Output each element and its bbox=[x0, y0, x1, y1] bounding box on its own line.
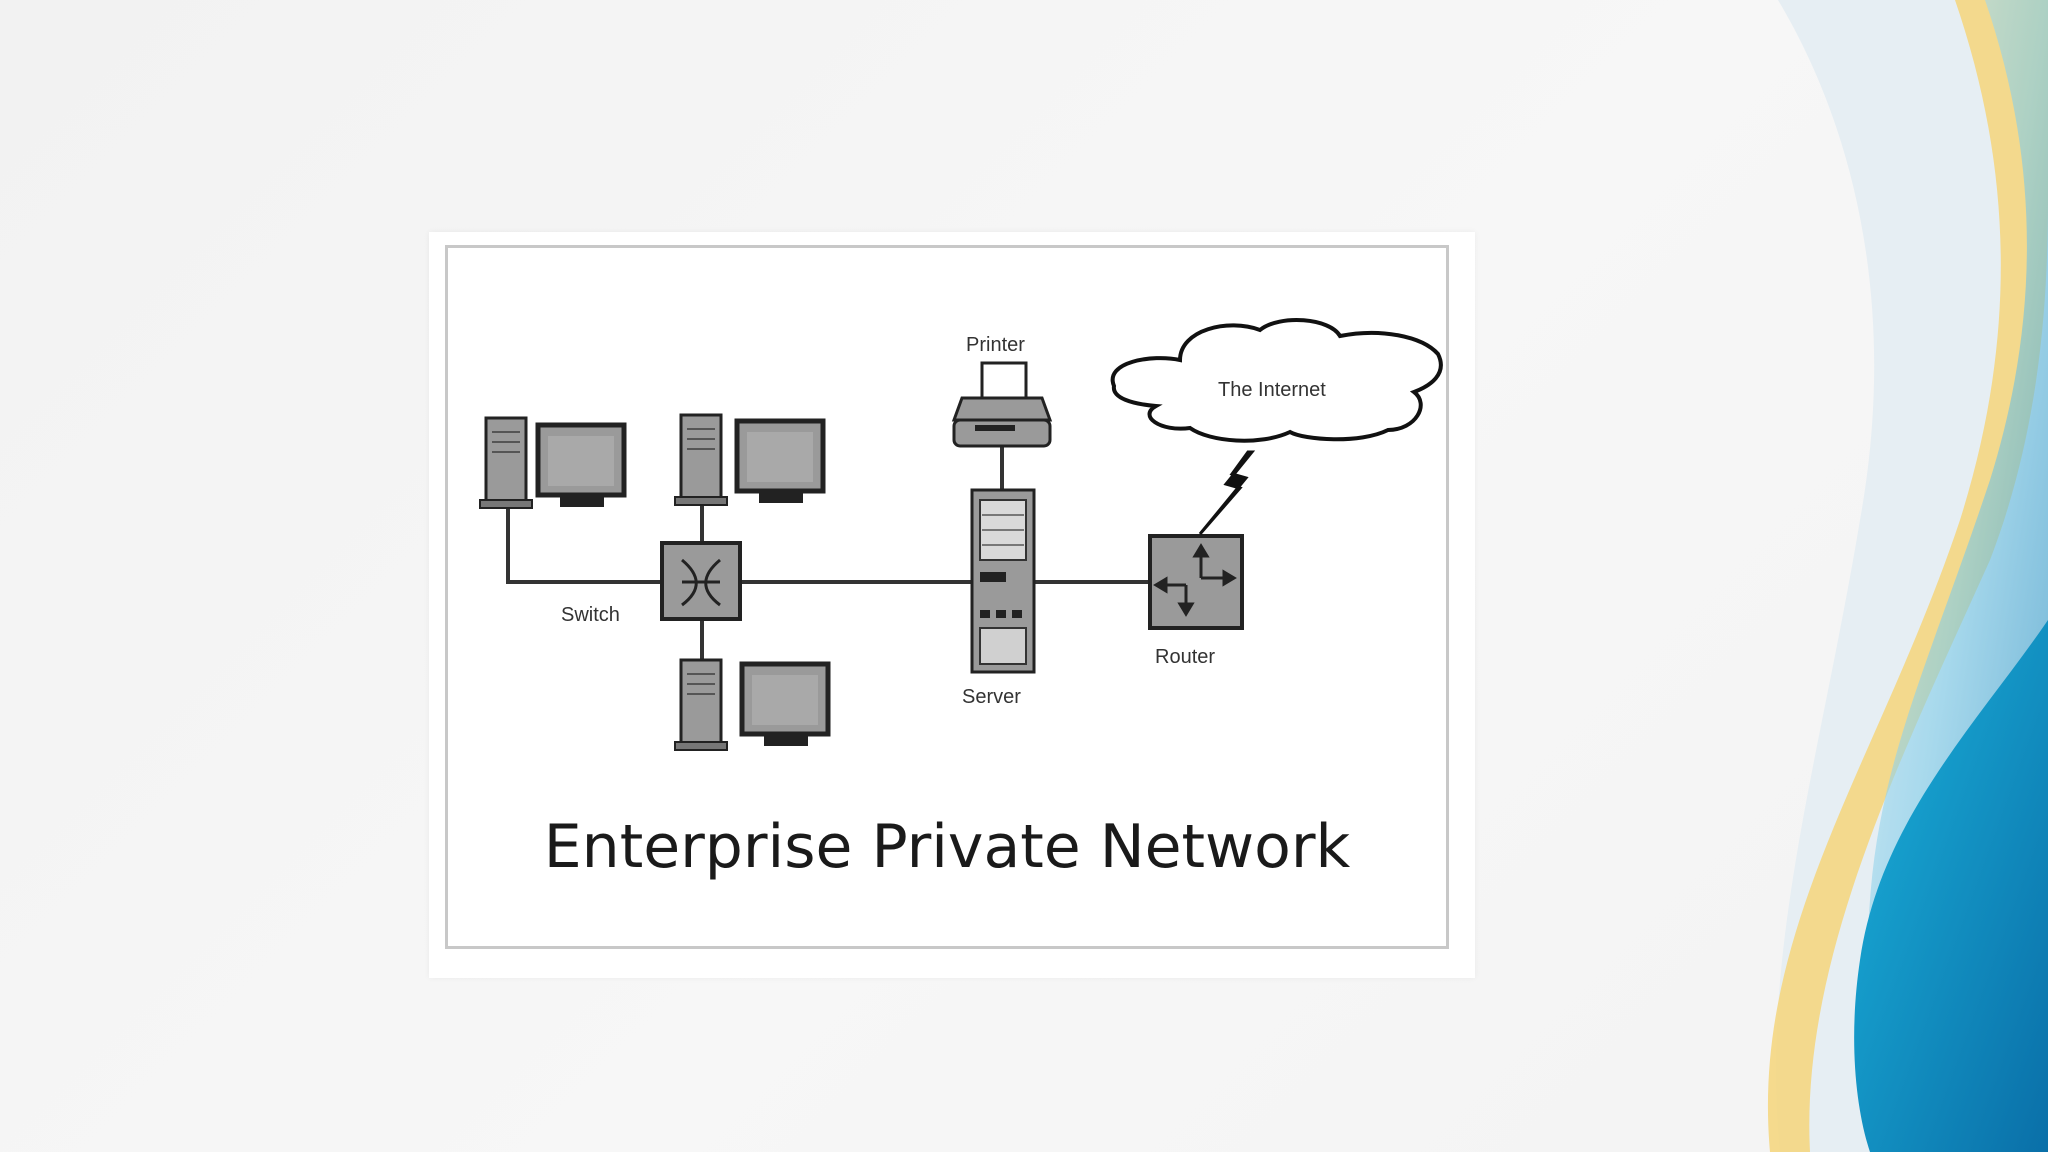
server-label: Server bbox=[962, 686, 1021, 708]
router-label: Router bbox=[1155, 646, 1216, 668]
computer-icon bbox=[674, 658, 831, 751]
diagram-caption: Enterprise Private Network bbox=[543, 812, 1351, 882]
internet-cloud-icon bbox=[1110, 318, 1443, 443]
switch-label: Switch bbox=[561, 604, 620, 626]
computer-icon bbox=[479, 416, 627, 509]
printer-label: Printer bbox=[966, 334, 1025, 356]
switch-icon bbox=[660, 541, 742, 621]
internet-label: The Internet bbox=[1218, 379, 1326, 401]
computer-icon bbox=[674, 413, 826, 506]
printer-icon bbox=[951, 361, 1053, 448]
server-icon bbox=[970, 488, 1036, 674]
wireless-link-icon bbox=[1198, 450, 1256, 535]
router-icon bbox=[1148, 534, 1244, 630]
